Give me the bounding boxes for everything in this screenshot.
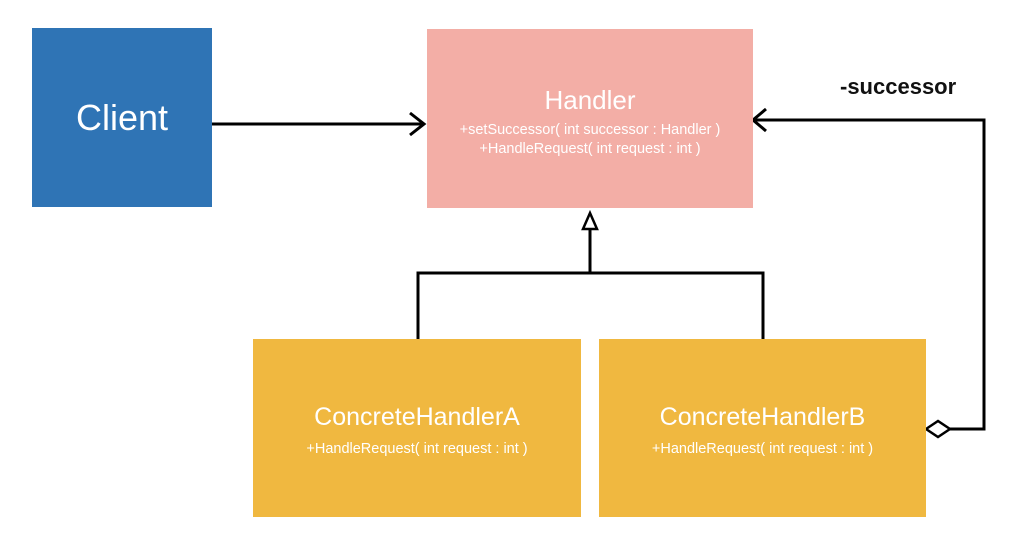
handler-title: Handler: [544, 85, 636, 115]
concrete-handler-b-box: ConcreteHandlerB +HandleRequest( int req…: [599, 339, 926, 517]
successor-arrowhead: [750, 107, 767, 133]
concrete-handler-a-box: ConcreteHandlerA +HandleRequest( int req…: [253, 339, 581, 517]
handler-class-box: Handler +setSuccessor( int successor : H…: [427, 29, 753, 208]
aggregation-diamond: [923, 419, 953, 439]
concrete-handler-a-method: +HandleRequest( int request : int ): [306, 440, 528, 457]
handler-method: +setSuccessor( int successor : Handler ): [459, 121, 721, 138]
generalization-arrowhead: [581, 209, 599, 231]
successor-label: -successor: [840, 74, 957, 99]
concrete-handler-a-title: ConcreteHandlerA: [314, 403, 520, 431]
generalization-connector: [416, 209, 765, 339]
successor-aggregation: [750, 107, 986, 439]
client-title: Client: [75, 96, 169, 138]
client-class-box: Client: [32, 28, 212, 207]
handler-method: +HandleRequest( int request : int ): [479, 140, 701, 157]
concrete-handler-b-title: ConcreteHandlerB: [659, 403, 866, 431]
concrete-handler-b-method: +HandleRequest( int request : int ): [651, 440, 874, 457]
client-handler-arrow: [212, 111, 427, 137]
